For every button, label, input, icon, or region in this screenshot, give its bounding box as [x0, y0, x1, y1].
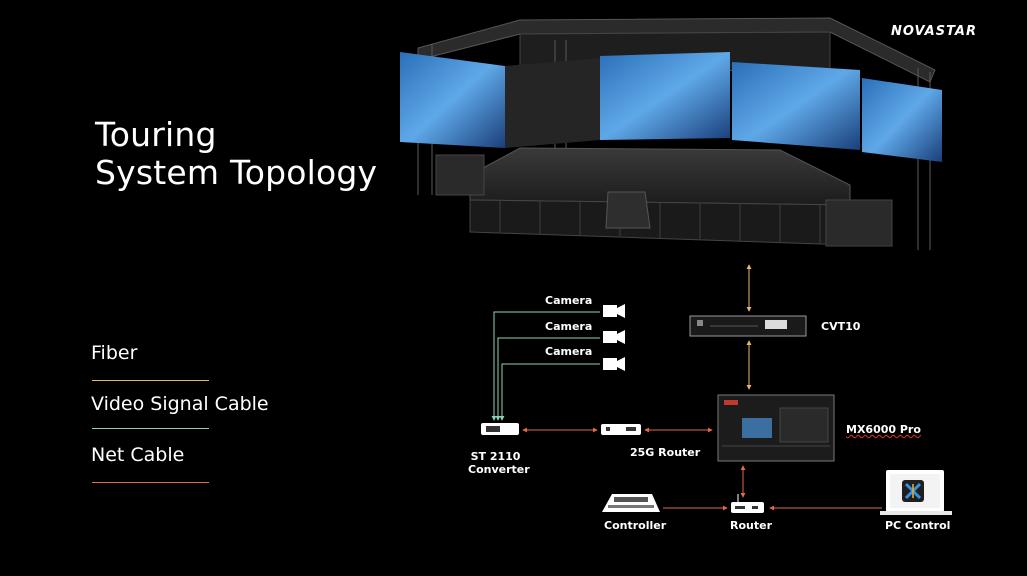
title-line-2: System Topology: [95, 153, 378, 192]
camera-label-2: Camera: [545, 320, 593, 333]
right-led-screen: [862, 78, 942, 162]
video-cables: [491, 311, 600, 421]
st2110-label-line2: Converter: [468, 463, 530, 476]
legend-fiber-line: [92, 380, 209, 381]
controller-console-icon: [602, 494, 660, 512]
novastar-logo: NOVASTAR: [891, 24, 977, 39]
legend-video-line: [92, 428, 209, 429]
legend-fiber-label: Fiber: [91, 342, 138, 364]
st2110-converter-icon: [481, 423, 519, 435]
camera-icon-3: [603, 357, 625, 371]
page-title: Touring System Topology: [95, 116, 377, 192]
net-cables: [522, 427, 882, 511]
st2110-label: ST 2110 Converter: [468, 450, 530, 476]
pc-laptop-icon: [880, 470, 952, 515]
mx6000-label: MX6000 Pro: [846, 423, 921, 436]
controller-label: Controller: [604, 519, 667, 532]
center-led-screen: [600, 52, 730, 140]
cvt10-label: CVT10: [821, 320, 861, 333]
router-label: Router: [730, 519, 773, 532]
st2110-label-line1: ST 2110: [470, 450, 521, 463]
router-icon: [731, 494, 764, 513]
legend-net-label: Net Cable: [91, 444, 185, 466]
center-right-led-screen: [732, 62, 860, 150]
cvt10-device-icon: [689, 315, 807, 337]
router-25g-icon: [601, 424, 641, 435]
camera-label-3: Camera: [545, 345, 593, 358]
camera-icon-1: [603, 304, 625, 318]
pc-control-label: PC Control: [885, 519, 951, 532]
left-led-screen: [400, 52, 505, 148]
title-line-1: Touring: [95, 115, 217, 154]
camera-icon-2: [603, 330, 625, 344]
router-25g-label: 25G Router: [630, 446, 701, 459]
legend-net-line: [92, 482, 209, 483]
camera-label-1: Camera: [545, 294, 593, 307]
legend-video-label: Video Signal Cable: [91, 393, 269, 415]
mx6000-device-icon: [717, 394, 835, 462]
stage-illustration: [400, 17, 942, 250]
